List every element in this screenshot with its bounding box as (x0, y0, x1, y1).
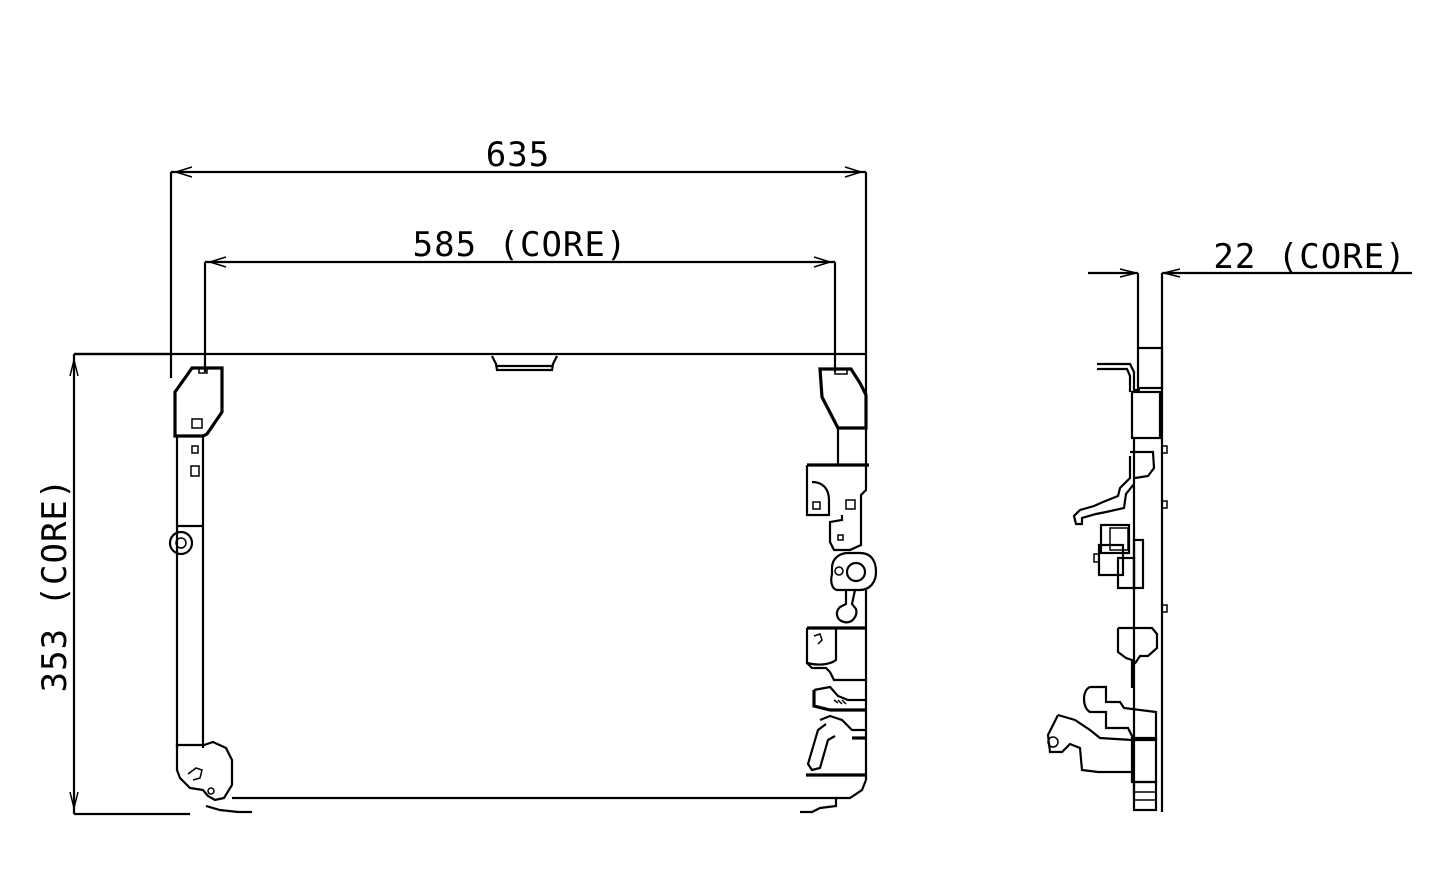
core-width-label: 585 (CORE) (413, 225, 628, 265)
top-mounting-tab (491, 355, 558, 372)
arrow-left-icon (209, 256, 227, 268)
front-view: 635 585 (CORE) 353 (CORE) (35, 135, 878, 816)
fitting-block-icon (830, 551, 878, 592)
arrow-right-icon (1119, 268, 1137, 278)
core-height-label: 353 (CORE) (35, 478, 75, 693)
side-view: 22 (CORE) (1046, 237, 1412, 812)
overall-width-label: 635 (486, 135, 550, 175)
right-header-tank (800, 367, 878, 814)
arrow-up-icon (69, 359, 79, 377)
dimension-core-height: 353 (CORE) (35, 352, 190, 816)
arrow-right-icon (813, 256, 831, 268)
arrow-right-icon (844, 166, 862, 178)
dimension-core-thickness: 22 (CORE) (1088, 237, 1412, 278)
core-thickness-label: 22 (CORE) (1213, 237, 1406, 277)
arrow-left-icon (175, 166, 193, 178)
dimension-core-width: 585 (CORE) (203, 225, 837, 372)
arrow-down-icon (69, 791, 79, 809)
dimension-overall-width: 635 (169, 135, 868, 400)
fitting-nut-icon (168, 530, 194, 556)
outlet-pipe (806, 723, 836, 772)
arrow-left-icon (1163, 268, 1181, 278)
left-header-tank (168, 366, 252, 814)
